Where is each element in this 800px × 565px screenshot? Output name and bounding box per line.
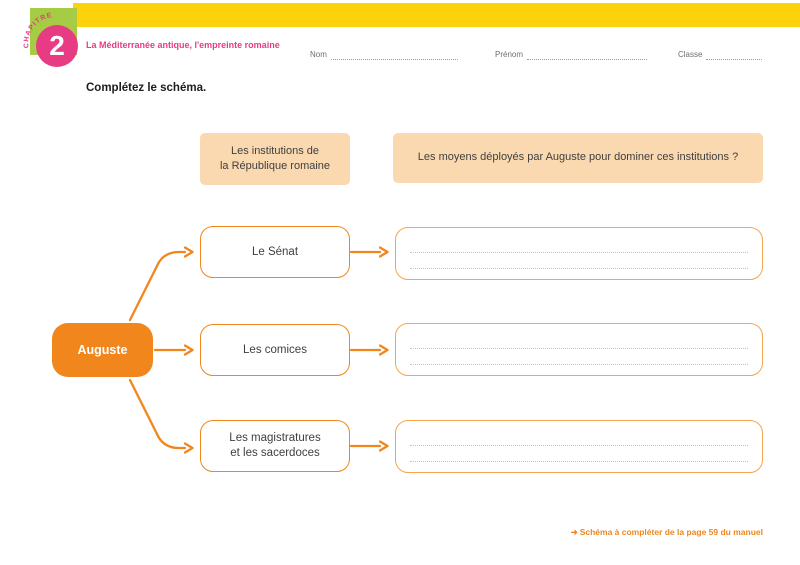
nom-dotted-line[interactable] — [330, 47, 458, 60]
arrow-auguste-senat — [128, 252, 185, 322]
classe-dotted-line[interactable] — [706, 47, 762, 60]
footer-text: Schéma à compléter de la page 59 du manu… — [579, 527, 763, 537]
answer-line[interactable] — [410, 364, 748, 365]
chapter-number-badge: 2 — [36, 25, 78, 67]
answer-line[interactable] — [410, 252, 748, 253]
arrow-auguste-magistratures — [128, 378, 185, 448]
node-magistratures: Les magistratures et les sacerdoces — [200, 420, 350, 472]
node-senat: Le Sénat — [200, 226, 350, 278]
prenom-field[interactable]: Prénom — [495, 47, 647, 60]
classe-label: Classe — [678, 50, 703, 59]
column-header-moyens: Les moyens déployés par Auguste pour dom… — [393, 133, 763, 183]
node-comices: Les comices — [200, 324, 350, 376]
auguste-node: Auguste — [52, 323, 153, 377]
chapter-title: La Méditerranée antique, l'empreinte rom… — [86, 40, 280, 50]
footer-reference: ➜Schéma à compléter de la page 59 du man… — [571, 527, 763, 538]
answer-box-comices[interactable] — [395, 323, 763, 376]
nom-label: Nom — [310, 50, 327, 59]
prenom-label: Prénom — [495, 50, 524, 59]
answer-box-magistratures[interactable] — [395, 420, 763, 473]
answer-line[interactable] — [410, 268, 748, 269]
column-header-institutions: Les institutions de la République romain… — [200, 133, 350, 185]
top-yellow-bar — [73, 3, 800, 27]
chapter-number: 2 — [49, 30, 65, 61]
classe-field[interactable]: Classe — [678, 47, 762, 60]
footer-arrow-icon: ➜ — [570, 527, 578, 537]
answer-line[interactable] — [410, 348, 748, 349]
auguste-label: Auguste — [77, 343, 128, 357]
prenom-dotted-line[interactable] — [527, 47, 647, 60]
answer-line[interactable] — [410, 445, 748, 446]
answer-line[interactable] — [410, 461, 748, 462]
instruction-text: Complétez le schéma. — [86, 82, 207, 94]
answer-box-senat[interactable] — [395, 227, 763, 280]
nom-field[interactable]: Nom — [310, 47, 458, 60]
